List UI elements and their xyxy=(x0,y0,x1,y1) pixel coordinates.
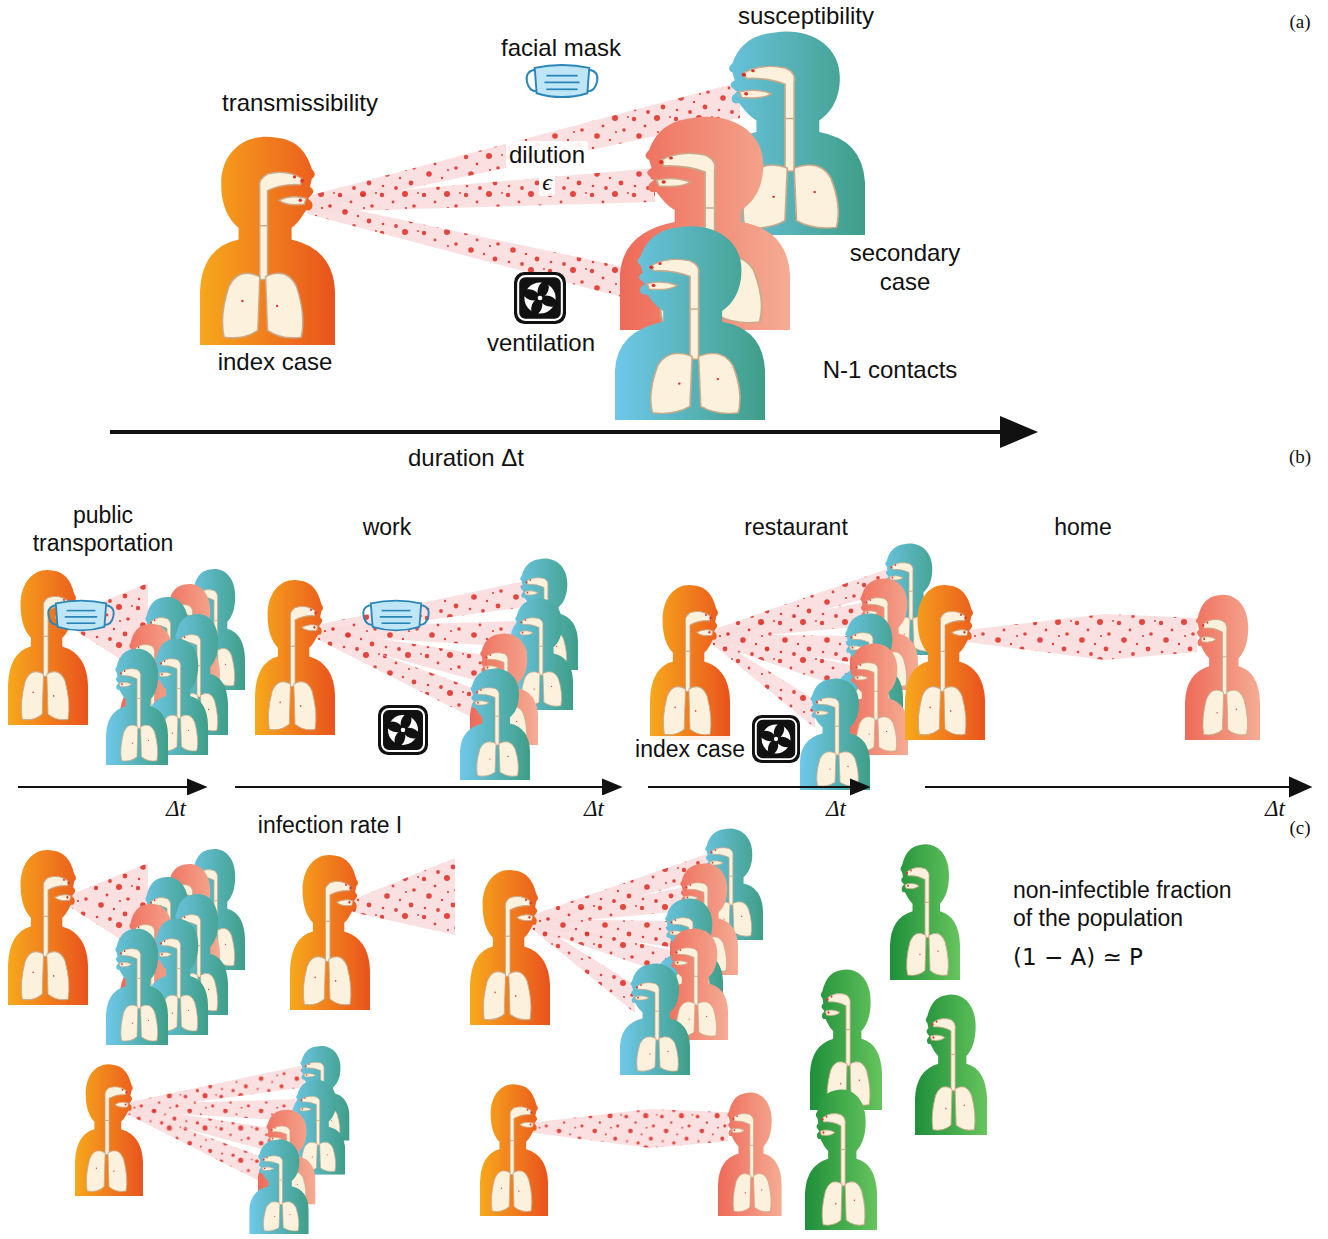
panel-a-art xyxy=(110,32,1038,448)
text-label: ϵ xyxy=(539,168,555,197)
text-label: work xyxy=(360,514,415,542)
arrow-head xyxy=(1290,778,1310,796)
arrow-head xyxy=(603,780,620,794)
text-label: index case xyxy=(632,736,748,764)
text-label: N-1 contacts xyxy=(820,356,961,385)
text-label: (c) xyxy=(1286,817,1313,840)
text-label: susceptibility xyxy=(735,2,877,31)
mask-icon xyxy=(48,601,113,631)
text-label: Δt xyxy=(1262,795,1288,823)
text-label: (a) xyxy=(1286,11,1313,34)
fan-icon xyxy=(378,705,428,755)
index-person xyxy=(200,137,335,345)
panel-c-art xyxy=(8,829,987,1235)
text-label: (1 − A) ≃ P xyxy=(1010,944,1146,972)
text-label: facial mask xyxy=(498,34,624,63)
fan-icon xyxy=(514,272,566,324)
text-label: index case xyxy=(215,348,336,377)
text-label: Δt xyxy=(163,795,189,823)
art-use xyxy=(200,137,335,345)
text-label: infection rate I xyxy=(255,812,405,840)
mask-icon xyxy=(363,601,428,631)
scene-group xyxy=(255,559,578,780)
text-label: ventilation xyxy=(484,329,598,358)
text-label: non-infectible fraction of the populatio… xyxy=(1010,877,1248,932)
scene-group xyxy=(8,849,245,1045)
aerosol-plume xyxy=(352,858,455,935)
scene-group xyxy=(905,585,1260,740)
text-label: duration Δt xyxy=(405,444,527,473)
text-label: dilution xyxy=(506,141,588,170)
immune-person xyxy=(810,970,882,1110)
panel-b-art xyxy=(8,544,1310,796)
immune-person xyxy=(890,844,960,980)
time-axis xyxy=(925,786,1292,788)
arrow-head xyxy=(188,780,205,794)
immune-person xyxy=(915,995,987,1135)
arrow-head xyxy=(851,780,868,794)
scene-group xyxy=(470,829,763,1075)
scene-group xyxy=(8,569,245,765)
scene-group xyxy=(480,1084,782,1216)
mask-icon xyxy=(527,65,598,97)
text-label: Δt xyxy=(823,795,849,823)
art-use xyxy=(290,855,370,1010)
time-axis xyxy=(648,786,854,788)
time-axis xyxy=(110,430,1005,434)
scene-group xyxy=(75,1046,350,1234)
index-person xyxy=(290,855,370,1010)
text-label: secondary case xyxy=(840,239,971,297)
fan-icon xyxy=(752,715,800,763)
text-label: Δt xyxy=(581,795,607,823)
text-label: transmissibility xyxy=(219,89,381,118)
immune-person xyxy=(805,1090,877,1230)
aerosol-plume xyxy=(308,200,648,304)
arrow-head xyxy=(1000,416,1038,448)
art-g xyxy=(18,778,1310,796)
time-axis xyxy=(235,786,606,788)
text-label: restaurant xyxy=(741,514,851,542)
time-axis xyxy=(18,786,192,788)
aerosol-plume xyxy=(308,168,655,212)
text-label: home xyxy=(1051,514,1115,542)
contact-person xyxy=(615,226,765,420)
text-label: (b) xyxy=(1286,446,1314,469)
text-label: public transportation xyxy=(10,502,196,557)
